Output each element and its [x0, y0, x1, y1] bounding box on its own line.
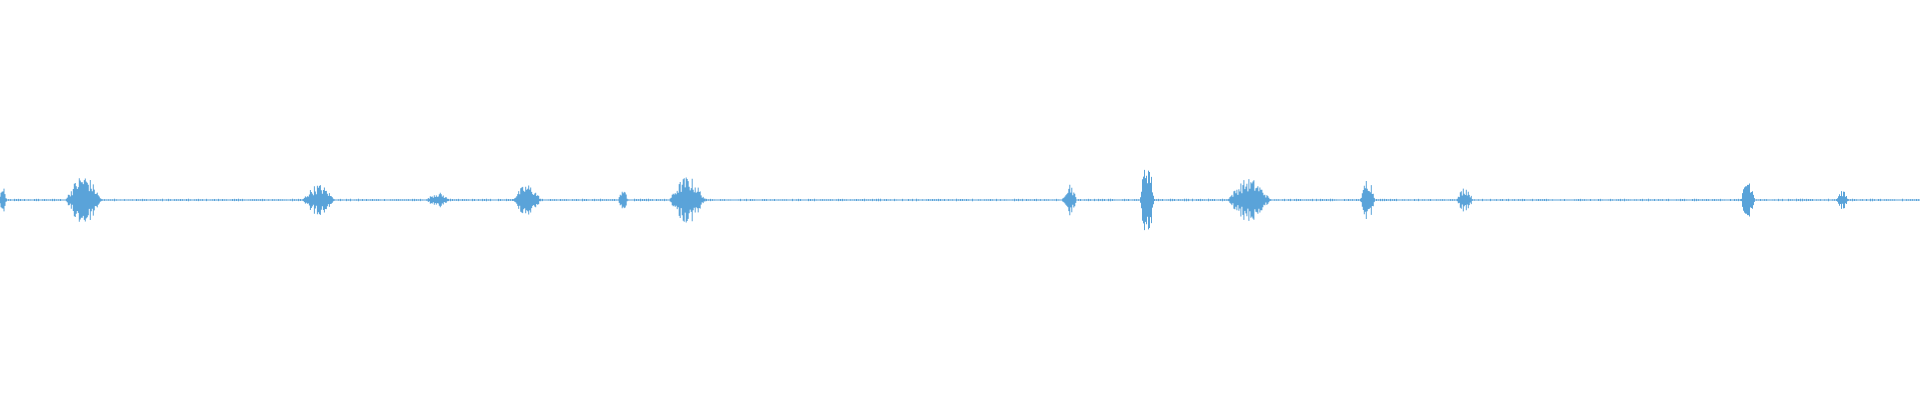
waveform-noise-floor: [0, 198, 1919, 202]
